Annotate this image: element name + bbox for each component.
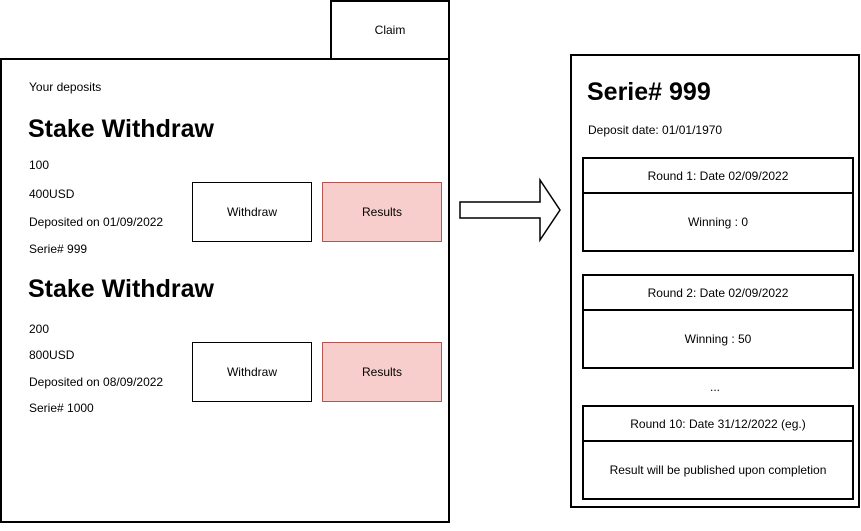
value-text: 400USD xyxy=(29,187,75,201)
arrow-right-icon xyxy=(459,177,561,243)
round-winning-text: Winning : 0 xyxy=(687,215,749,229)
ellipsis-text: ... xyxy=(709,380,720,394)
round-winning-text: Winning : 50 xyxy=(684,332,752,346)
withdraw-button[interactable]: Withdraw xyxy=(192,182,312,242)
amount-text: 100 xyxy=(29,158,50,172)
deposited-on-text: Deposited on 01/09/2022 xyxy=(29,215,164,229)
serie-detail-panel: Serie# 999 Deposit date: 01/01/1970 Roun… xyxy=(570,54,860,508)
round-header: Round 2: Date 02/09/2022 xyxy=(584,276,852,311)
results-button[interactable]: Results xyxy=(322,342,442,402)
deposits-panel-title: Your deposits xyxy=(29,80,102,94)
serie-title: Serie# 999 xyxy=(587,78,711,106)
round-header: Round 10: Date 31/12/2022 (eg.) xyxy=(584,407,852,442)
serie-number-text: Serie# 999 xyxy=(29,242,88,256)
serie-number-text: Serie# 1000 xyxy=(29,401,94,415)
claim-button[interactable]: Claim xyxy=(330,0,450,60)
deposits-panel: Your deposits Stake Withdraw 100 400USD … xyxy=(0,58,450,523)
stake-withdraw-heading: Stake Withdraw xyxy=(28,275,214,303)
round-result-text: Result will be published upon completion xyxy=(609,463,827,477)
results-button[interactable]: Results xyxy=(322,182,442,242)
deposited-on-text: Deposited on 08/09/2022 xyxy=(29,375,164,389)
stake-withdraw-heading: Stake Withdraw xyxy=(28,115,214,143)
value-text: 800USD xyxy=(29,348,75,362)
deposit-date-text: Deposit date: 01/01/1970 xyxy=(588,123,723,137)
round-card: Round 2: Date 02/09/2022 Winning : 50 xyxy=(582,274,854,369)
amount-text: 200 xyxy=(29,322,50,336)
final-round-card: Round 10: Date 31/12/2022 (eg.) Result w… xyxy=(582,405,854,500)
round-header: Round 1: Date 02/09/2022 xyxy=(584,159,852,194)
withdraw-button[interactable]: Withdraw xyxy=(192,342,312,402)
round-card: Round 1: Date 02/09/2022 Winning : 0 xyxy=(582,157,854,252)
